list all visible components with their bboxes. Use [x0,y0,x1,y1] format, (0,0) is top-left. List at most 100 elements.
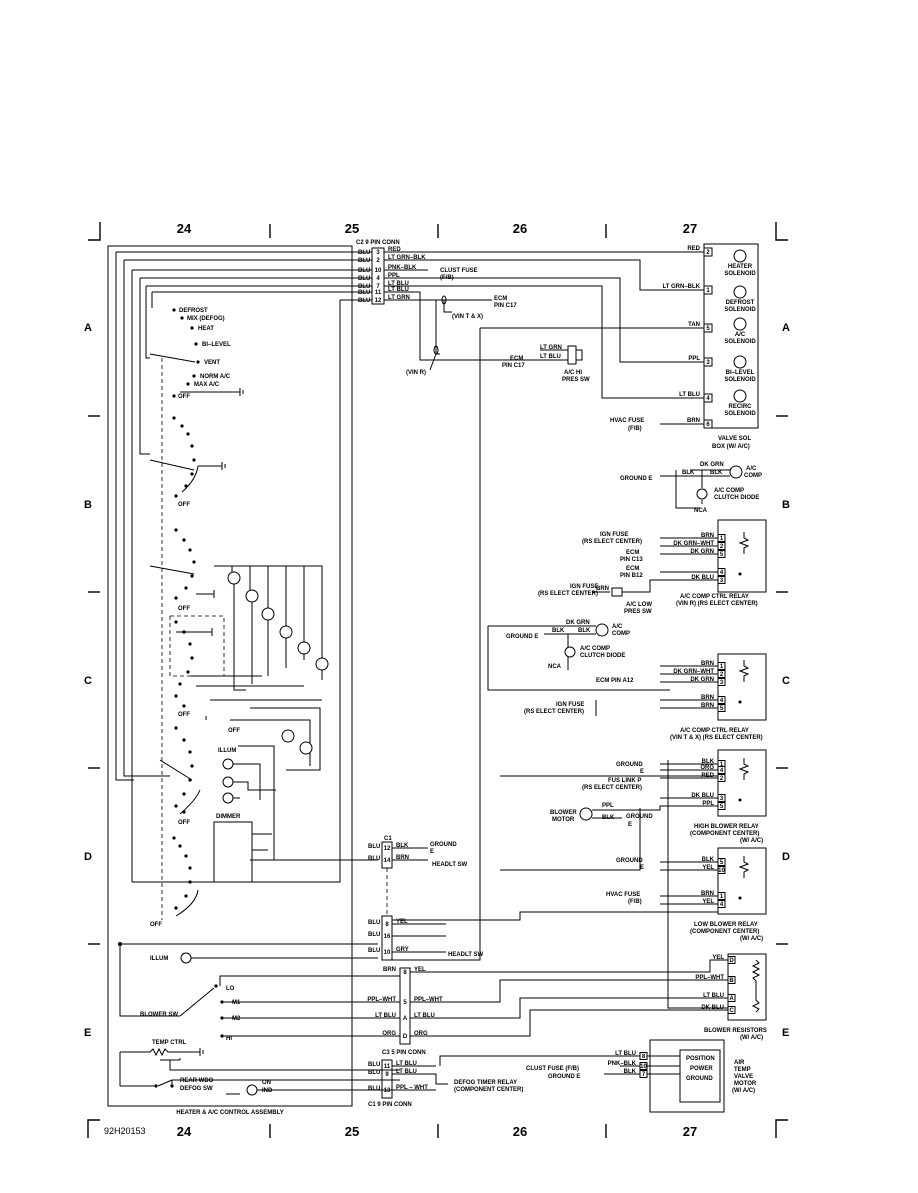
c1-9-pin: 13 [384,1088,391,1094]
blower-switch: BLOWER SW LO M1 M2 HI [119,944,400,1042]
blower-pos: M1 [232,1000,241,1006]
blower-sw-label: BLOWER SW [140,1012,178,1018]
c1-9-wire-left: BLU [368,1070,380,1076]
ign-fuse: IGN FUSE [556,702,584,708]
res-pin: C [729,1008,734,1014]
illum-bulb-icon [222,758,234,770]
row-label: E [84,1027,91,1039]
ac-comp-vin-r: DK GRN BLK BLK GROUND E A/C COMP A/C COM… [538,462,767,615]
relay-pin: 1 [720,664,724,670]
temp-ctrl: TEMP CTRL [120,1040,400,1071]
c1-9-wire-left: BLU [368,1086,380,1092]
comp-wire: BLK [578,628,591,634]
lb-ground: E [640,865,644,871]
ign-fuse-sub: (RS ELECT CENTER) [524,709,584,715]
sol-name: SOLENOID [724,377,756,383]
relay-pin: 5 [720,860,724,866]
mode-label: VENT [204,360,220,366]
relay-pin: 5 [720,804,724,810]
c1-9-body [381,1059,393,1099]
relay-label: (COMPONENT CENTER) [690,831,759,837]
relay-wire: BLK [702,857,715,863]
right-wires [392,760,728,1085]
dimmer-label: DIMMER [216,814,241,820]
ac-hi-switch-body [567,345,577,365]
c2-wire-right: LT GRN [388,295,410,301]
illum-left: ILLUM [118,942,378,964]
mode-label: MAX A/C [194,382,220,388]
indicator-leds: OFF [190,565,329,771]
off-label: OFF [178,712,190,718]
relay-label: (W/ A/C) [740,936,763,942]
low-sw: A/C LOW [626,602,652,608]
nca-label: NCA [694,508,708,514]
motor-wire: PNK–BLK [608,1061,637,1067]
relay-wire: BRN [701,703,714,709]
relay-label: (W/ A/C) [740,838,763,844]
c1-9-pin: 9 [385,1072,389,1078]
comp-label: A/C [612,624,623,630]
ac-relay-tx-box [717,653,767,721]
switch-arm [149,565,195,575]
led-icon [281,729,295,743]
ign-fuse-sub: (RS ELECT CENTER) [582,539,642,545]
lb-ground: GROUND [616,858,643,864]
relay-pin: 4 [720,768,724,774]
sol-pin-box [703,393,713,403]
c2-pin: 3 [376,250,380,256]
on-ind-label: IND [262,1088,273,1094]
c3-body [399,967,411,1045]
hvac-fuse-sub: (F/B) [628,426,642,432]
illum-bulb-icon [180,952,192,964]
mode-label: OFF [178,394,190,400]
relay-wire: DK GRN [690,549,714,555]
on-ind-label: ON [262,1080,271,1086]
mode-label: MIX (DEFOG) [187,316,225,322]
motor-pin: 7 [642,1072,646,1078]
diode-label: CLUTCH DIODE [714,495,759,501]
ac-comp-icon [595,623,609,637]
relay-pin: 4 [720,902,724,908]
mode-label: DEFROST [179,308,208,314]
motor-clust: CLUST FUSE (F/B) [526,1066,579,1072]
res-pin: B [729,978,734,984]
sol-name: SOLENOID [724,339,756,345]
sol-wire: BRN [687,418,700,424]
c1-9-wire-right: LT BLU [396,1069,417,1075]
sol-name: SOLENOID [724,307,756,313]
relay-pin: 3 [720,796,724,802]
ac-hi-pres-sw: LT GRN LT BLU ECM PIN C17 A/C HI PRES SW [502,345,590,383]
res-wire: YEL [712,955,724,961]
sol-box-label: BOX (W/ A/C) [712,444,750,450]
mechanical-link [169,615,225,677]
relay-wire: BRN [701,695,714,701]
c1-wire-left: BLU [368,844,380,850]
on-ind-icon [246,1084,258,1096]
relay-label: (VIN T & X) (RS ELECT CENTER) [670,735,763,741]
diode-label: CLUTCH DIODE [580,653,625,659]
c2-pin: 12 [375,298,382,304]
res-label: BLOWER RESISTORS [704,1028,767,1034]
ac-comp-icon [729,465,743,479]
c2-wire-right: PNK–BLK [388,265,417,271]
corner-bottom-left [87,1119,100,1138]
c1-pin: 14 [384,858,391,864]
sol-pin-box [703,285,713,295]
ecm-label: ECM [626,566,639,572]
relay-wire: BLK [702,759,715,765]
led-icon [279,625,293,639]
diode-label: A/C COMP [714,488,744,494]
low-relay-box [717,847,767,915]
sol-pin: 6 [706,422,710,428]
sol-name: BI–LEVEL [726,370,755,376]
rear-wdo-label: DEFOG SW [180,1086,213,1092]
c1-9-wire-right: PPL – WHT [396,1085,428,1091]
c2-pin: 10 [375,268,382,274]
c1-pin: 10 [384,950,391,956]
motor-name: AIR [734,1060,745,1066]
ac-hi-name: A/C HI [564,370,582,376]
